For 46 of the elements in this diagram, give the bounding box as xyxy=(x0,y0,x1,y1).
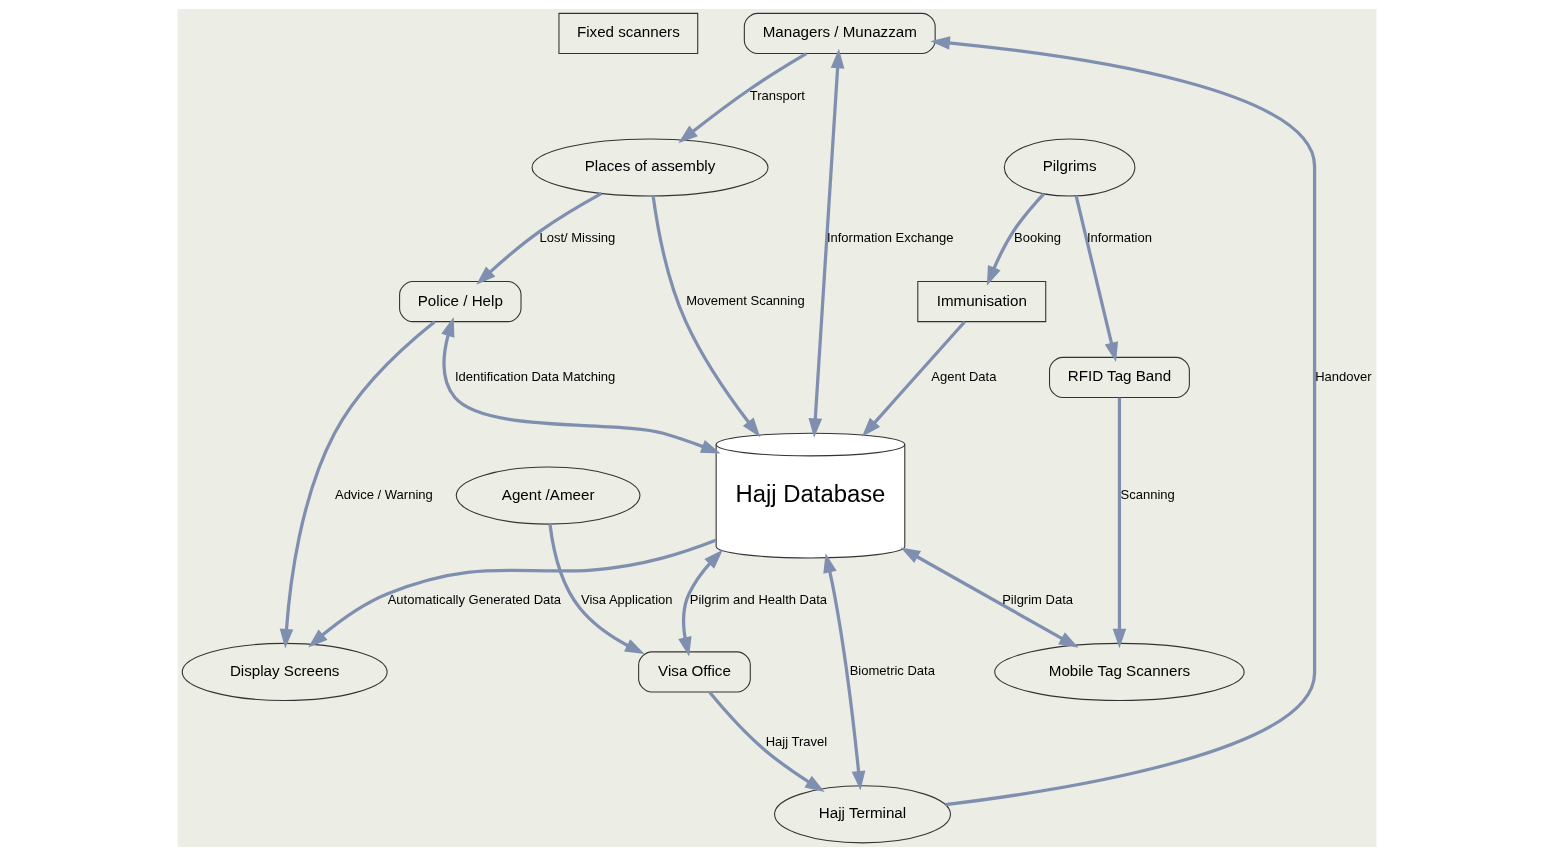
arrow xyxy=(1112,397,1126,648)
arrow xyxy=(279,319,436,648)
arrow xyxy=(547,523,645,654)
edge-label: Scanning xyxy=(1120,486,1175,502)
node-box: Visa Office xyxy=(637,650,751,692)
arrow xyxy=(822,552,865,791)
node-box: RFID Tag Band xyxy=(1048,356,1190,398)
arrow xyxy=(929,35,1316,806)
arrow xyxy=(307,538,716,647)
node-box: Managers / Munazzam xyxy=(743,12,936,54)
edge-label: Information Exchange xyxy=(826,229,953,245)
edge-label: Lost/ Missing xyxy=(538,229,615,245)
arrow xyxy=(861,320,966,437)
node-box: Immunisation xyxy=(916,280,1046,322)
edge-label: Information xyxy=(1086,229,1152,245)
edge-label: Automatically Generated Data xyxy=(387,591,561,607)
arrow xyxy=(808,48,844,438)
edge-label: Movement Scanning xyxy=(685,292,805,308)
node-ellipse: Display Screens xyxy=(181,642,388,701)
node-box: Police / Help xyxy=(398,280,522,322)
edge-label: Transport xyxy=(749,87,805,103)
edge-label: Advice / Warning xyxy=(334,486,433,502)
node-ellipse: Mobile Tag Scanners xyxy=(993,642,1245,701)
arrow xyxy=(1074,194,1118,362)
arrow xyxy=(707,690,825,792)
arrow xyxy=(677,51,807,143)
node-box: Fixed scanners xyxy=(557,12,698,54)
node-ellipse: Agent /Ameer xyxy=(455,466,640,525)
edge-label: Visa Application xyxy=(580,591,672,607)
edge-label: Biometric Data xyxy=(849,662,935,678)
arrow xyxy=(440,316,721,453)
edge-label: Hajj Travel xyxy=(765,733,827,749)
arrow xyxy=(900,546,1079,648)
arrow xyxy=(677,549,723,657)
edge-label: Pilgrim Data xyxy=(1001,591,1073,607)
arrow xyxy=(986,192,1045,286)
edge-label: Booking xyxy=(1013,229,1061,245)
edge-label: Identification Data Matching xyxy=(454,368,615,384)
arrow xyxy=(475,191,602,285)
edge-label: Agent Data xyxy=(930,368,996,384)
node-ellipse: Hajj Terminal xyxy=(773,784,951,843)
edge-label: Pilgrim and Health Data xyxy=(689,591,827,607)
node-ellipse: Places of assembly xyxy=(531,137,768,197)
node-ellipse: Pilgrims xyxy=(1003,137,1135,197)
edge-label: Handover xyxy=(1314,368,1371,384)
arrow xyxy=(651,195,760,437)
